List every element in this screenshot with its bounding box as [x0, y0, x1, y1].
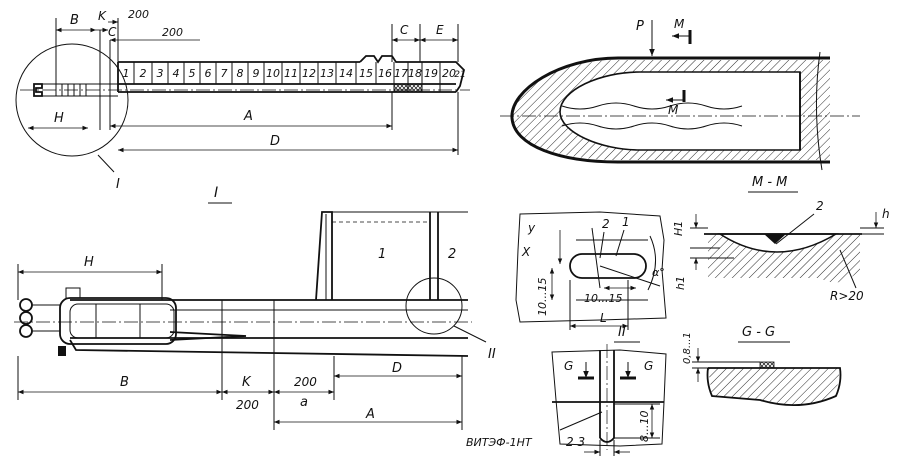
detail-I-title: I [214, 185, 218, 201]
segment-label: 17 [394, 67, 408, 80]
strip-dimensions: B K 200 C 200 C E H A D [28, 8, 459, 155]
segment-label: 4 [173, 67, 180, 80]
spar-body [14, 299, 472, 357]
dim-E: E [436, 23, 444, 37]
dim-h: h [882, 207, 890, 221]
dim-B: B [120, 375, 129, 390]
segment-label: 6 [205, 67, 212, 80]
segment-dividers [133, 62, 441, 92]
part-1-label: 1 [378, 247, 386, 262]
force-P: P [636, 19, 644, 34]
segment-label: 14 [339, 67, 353, 80]
dim-a: a [300, 395, 308, 410]
dim-C-left: C [108, 25, 117, 39]
part-2-label: 2 [816, 199, 824, 213]
dim-B: B [70, 13, 79, 28]
segment-label: 5 [189, 67, 196, 80]
strip-view: 1 2 3 4 5 6 7 8 9 10 11 12 13 14 15 16 1… [15, 8, 470, 192]
dim-K: K [242, 375, 252, 390]
spar-blocks: 1 2 [315, 211, 468, 301]
section-MM: M - M 2 H1 h1 h R>20 [672, 175, 890, 303]
segment-label: 15 [359, 67, 373, 80]
part-1-label: 1 [622, 215, 630, 229]
segment-numbers: 1 2 3 4 5 6 7 8 9 10 11 12 13 14 15 16 1… [123, 67, 466, 80]
dim-200-a: 200 [294, 375, 317, 389]
segment-label: 11 [284, 67, 298, 80]
part-2-label: 2 [602, 217, 610, 231]
segment-label: 18 [408, 67, 422, 80]
section-MM-title: M - M [752, 175, 787, 190]
segment-label: 16 [378, 67, 392, 80]
axis-y: y [527, 221, 536, 235]
section-mark-M-top: M [674, 17, 685, 31]
plan-view: L y X α° 2 1 10...15 10...15 [515, 211, 667, 330]
section-GG: G - G 0,8...1 [682, 325, 842, 407]
radius-R: R>20 [830, 289, 864, 303]
dim-8-10: 8...10 [638, 411, 651, 443]
dim-2-3: 2 3 [566, 435, 585, 449]
dim-L: L [600, 311, 607, 325]
section-GG-title: G - G [742, 325, 775, 340]
angle-alpha: α° [652, 266, 665, 279]
section-mark-M-bottom: M [668, 103, 679, 117]
segment-label: 2 [140, 67, 147, 80]
dim-K: K [98, 9, 107, 23]
segment-label: 8 [237, 67, 244, 80]
detail-I: I 1 2 [14, 185, 496, 430]
dim-10-15-vertical: 10...15 [536, 278, 549, 316]
material-label: ВИТЭФ-1НТ [466, 436, 533, 449]
dim-D: D [270, 134, 280, 149]
root-callout: I [15, 30, 470, 192]
dim-A: A [365, 407, 375, 422]
dim-H: H [54, 111, 64, 126]
callout-I: I [116, 177, 120, 192]
section-mark-G-right: G [644, 359, 653, 373]
detail-II: II G G 8...10 2 3 ВИТЭФ-1НТ [466, 325, 667, 456]
dim-D: D [392, 361, 402, 376]
dim-200-a: 200 [128, 8, 149, 21]
segment-label: 9 [253, 67, 260, 80]
dim-200-b: 200 [162, 26, 183, 39]
callout-II: II [488, 347, 496, 362]
segment-label: 13 [320, 67, 334, 80]
dim-C-right: C [400, 23, 409, 37]
segment-label: 12 [302, 67, 316, 80]
part-2-label: 2 [448, 247, 456, 262]
segment-label: 20 [442, 67, 456, 80]
detail-I-dimensions: H B K 200 200 a D A [17, 255, 463, 430]
segment-label: 3 [157, 67, 164, 80]
section-mark-G-left: G [564, 359, 573, 373]
dim-H: H [84, 255, 94, 270]
dim-10-15-horizontal: 10...15 [584, 292, 622, 305]
root-fitting [19, 287, 177, 356]
blade-cross-section: P M M [500, 17, 860, 171]
detail-II-title: II [618, 325, 626, 340]
dim-200-b: 200 [236, 398, 259, 412]
segment-label: 10 [266, 67, 280, 80]
axis-X: X [521, 245, 531, 259]
segment-label: 21 [454, 70, 465, 80]
dim-h1: h1 [674, 276, 687, 290]
segment-label: 1 [123, 67, 130, 80]
dim-A: A [243, 109, 253, 124]
dim-H1: H1 [672, 221, 685, 236]
segment-label: 19 [424, 67, 438, 80]
callout-II-circle [405, 277, 463, 335]
segment-label: 7 [221, 67, 228, 80]
dim-0-8-1: 0,8...1 [682, 332, 693, 364]
